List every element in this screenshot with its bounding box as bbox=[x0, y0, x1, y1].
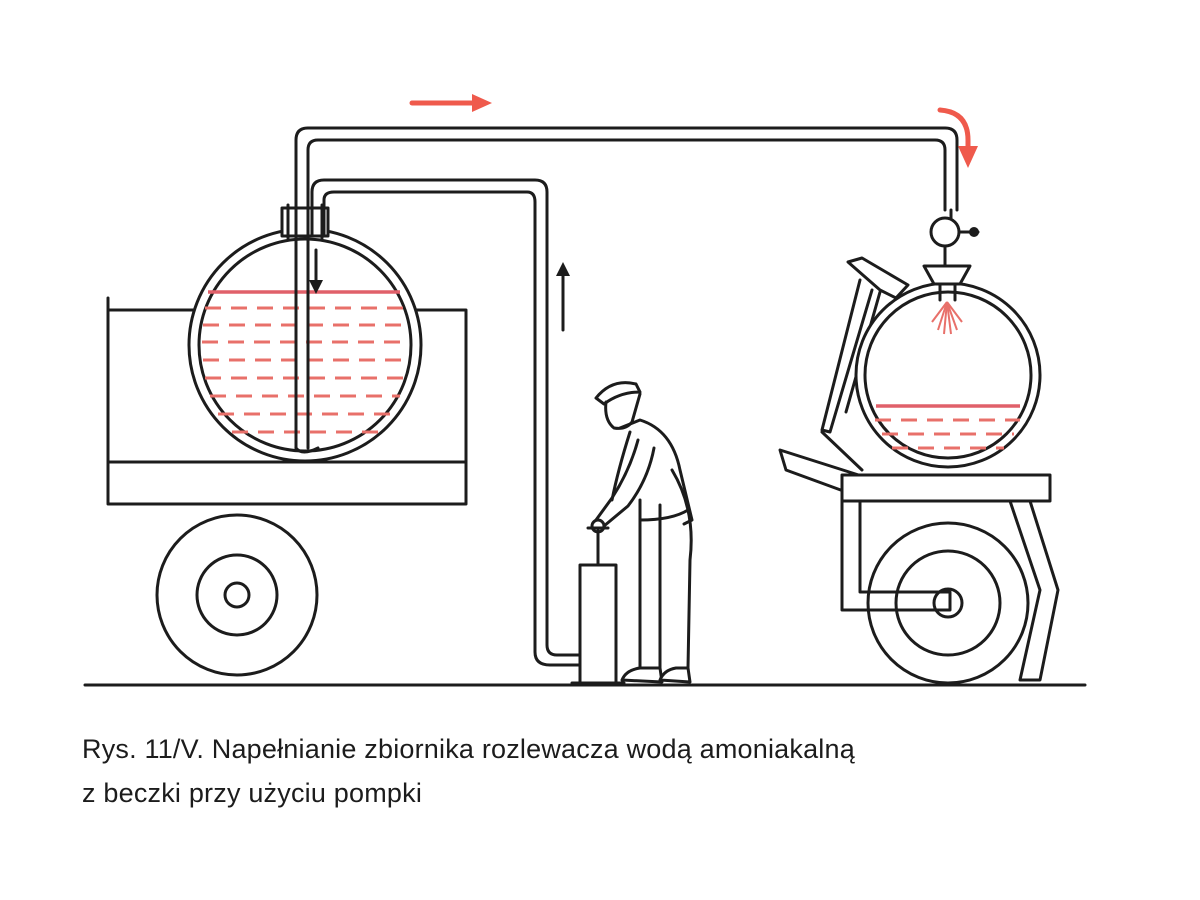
left-cart-wheel bbox=[155, 513, 319, 677]
left-cart-bed bbox=[106, 460, 468, 506]
pump-hose bbox=[310, 178, 587, 667]
spreader-platform bbox=[840, 473, 1052, 503]
flow-arrow-down bbox=[309, 248, 323, 294]
valve bbox=[929, 208, 980, 268]
hand-pump bbox=[570, 526, 626, 685]
red-arrow-curved-down bbox=[937, 107, 978, 168]
spreader-tank bbox=[854, 208, 1042, 469]
siphon-hose bbox=[294, 126, 959, 454]
spreader-wheel bbox=[866, 521, 1030, 685]
caption-line-2: z beczki przy użyciu pompki bbox=[82, 778, 423, 808]
spray-jet bbox=[931, 301, 963, 335]
spreader-cart bbox=[778, 256, 1060, 685]
worker-figure bbox=[590, 381, 694, 684]
red-arrow-right bbox=[409, 94, 492, 112]
flow-arrow-up bbox=[556, 262, 570, 332]
source-barrel bbox=[187, 203, 423, 463]
figure-caption: Rys. 11/V. Napełnianie zbiornika rozlewa… bbox=[82, 727, 1142, 815]
caption-line-1: Rys. 11/V. Napełnianie zbiornika rozlewa… bbox=[82, 734, 855, 764]
